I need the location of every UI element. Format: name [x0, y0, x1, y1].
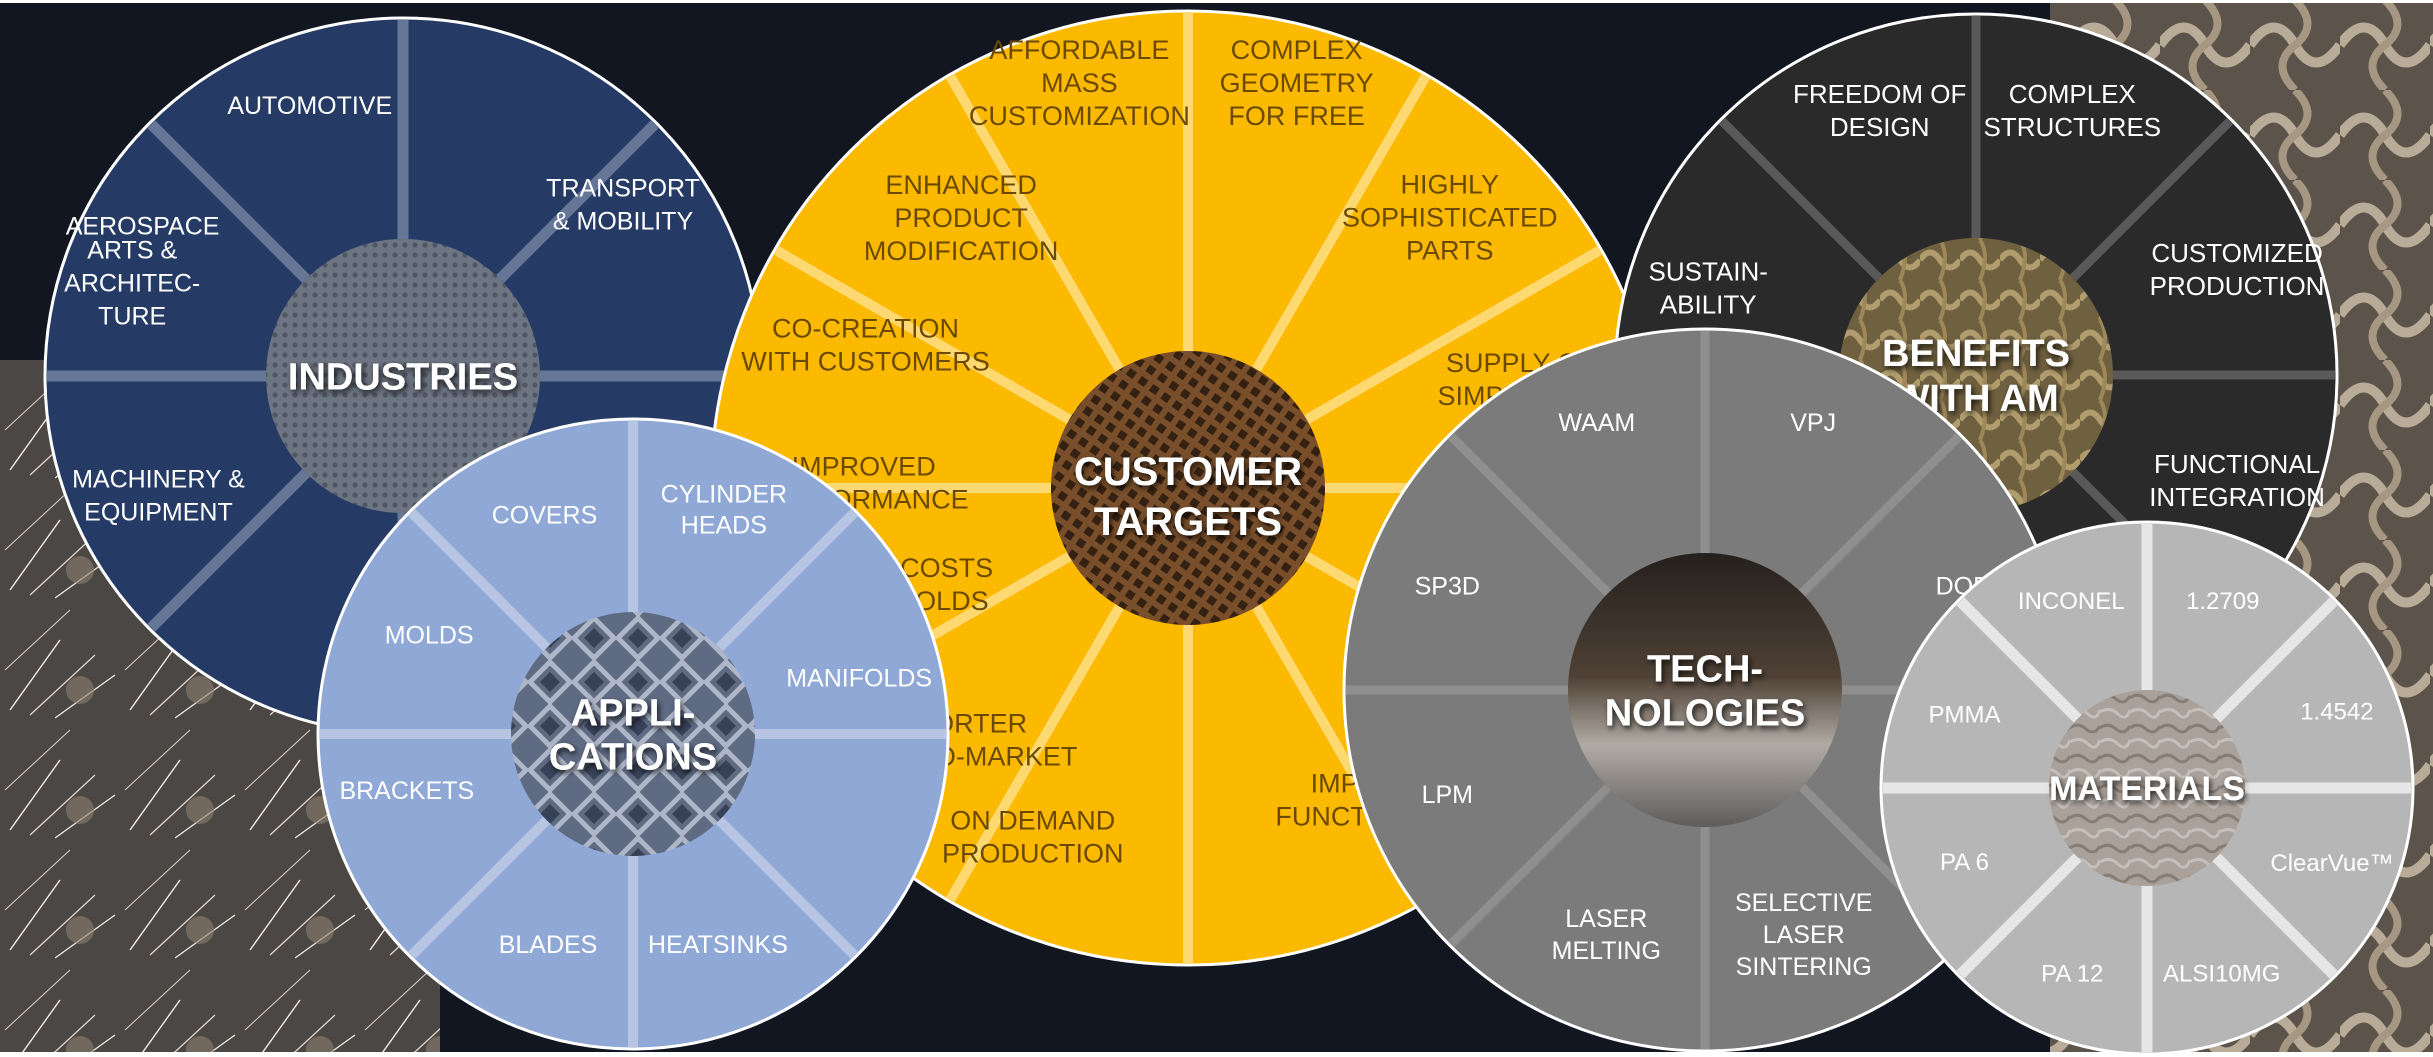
segment-label-arts-architec-ture: ARTS &ARCHITEC-TURE [64, 237, 200, 331]
segment-label-transport-mobility: TRANSPORT& MOBILITY [546, 174, 700, 235]
segment-divider [1718, 117, 1883, 282]
segment-divider [2212, 597, 2338, 723]
segment-divider [147, 120, 311, 284]
segment-label-blades: BLADES [499, 931, 598, 959]
segment-divider [2069, 117, 2234, 282]
segment-label-heatsinks: HEATSINKS [648, 931, 788, 959]
segment-divider [1956, 853, 2082, 979]
segment-divider [495, 120, 659, 284]
segment-label-manifolds: MANIFOLDS [786, 664, 932, 692]
segment-label-clearvue-tm: ClearVue™ [2270, 850, 2393, 877]
segment-divider [1252, 74, 1430, 372]
segment-label-sustain-ability: SUSTAIN-ABILITY [1648, 257, 1767, 320]
segment-divider [1447, 783, 1612, 948]
segment-divider [147, 468, 311, 632]
segment-divider [1798, 432, 1963, 597]
segment-divider [715, 816, 858, 959]
segment-divider [1304, 246, 1602, 424]
segment-divider [1447, 432, 1612, 597]
powder-texture-photo [2049, 690, 2245, 886]
segment-label-aerospace: AEROSPACE [66, 212, 220, 240]
segment-label-inconel: INCONEL [2018, 588, 2125, 615]
segment-divider [1956, 597, 2082, 723]
segment-divider [946, 604, 1124, 902]
segment-divider [715, 509, 858, 652]
lattice-cube-photo [1051, 351, 1325, 625]
segment-label-alsi10mg: ALSI10MG [2163, 960, 2280, 987]
industries-title: INDUSTRIES [288, 356, 518, 398]
segment-label-molds: MOLDS [385, 621, 474, 649]
segment-label-brackets: BRACKETS [339, 777, 474, 805]
segment-divider [946, 74, 1124, 372]
segment-label-automotive: AUTOMOTIVE [227, 92, 392, 120]
segment-label-waam: WAAM [1558, 409, 1635, 437]
applications-title: APPLI-CATIONS [549, 692, 717, 778]
segment-label-1-2709: 1.2709 [2186, 588, 2259, 615]
lattice-cells-photo [511, 612, 755, 856]
segment-divider [408, 509, 551, 652]
print-chamber-photo [1568, 553, 1842, 827]
materials-title: MATERIALS [2049, 770, 2245, 808]
segment-label-covers: COVERS [492, 502, 598, 530]
segment-label-pa-12: PA 12 [2041, 960, 2103, 987]
segment-label-1-4542: 1.4542 [2300, 699, 2373, 726]
segment-label-pmma: PMMA [1928, 702, 2000, 729]
lattice-node-photo [266, 239, 540, 513]
segment-label-lpm: LPM [1422, 781, 1473, 809]
technologies-title: TECH-NOLOGIES [1605, 648, 1806, 734]
segment-divider [774, 246, 1072, 424]
segment-divider [408, 816, 551, 959]
segment-label-sp3d: SP3D [1415, 573, 1480, 601]
segment-label-machinery-equipment: MACHINERY &EQUIPMENT [72, 466, 245, 527]
segment-label-pa-6: PA 6 [1940, 849, 1989, 876]
segment-divider [2212, 853, 2338, 979]
segment-label-vpj: VPJ [1790, 409, 1836, 437]
